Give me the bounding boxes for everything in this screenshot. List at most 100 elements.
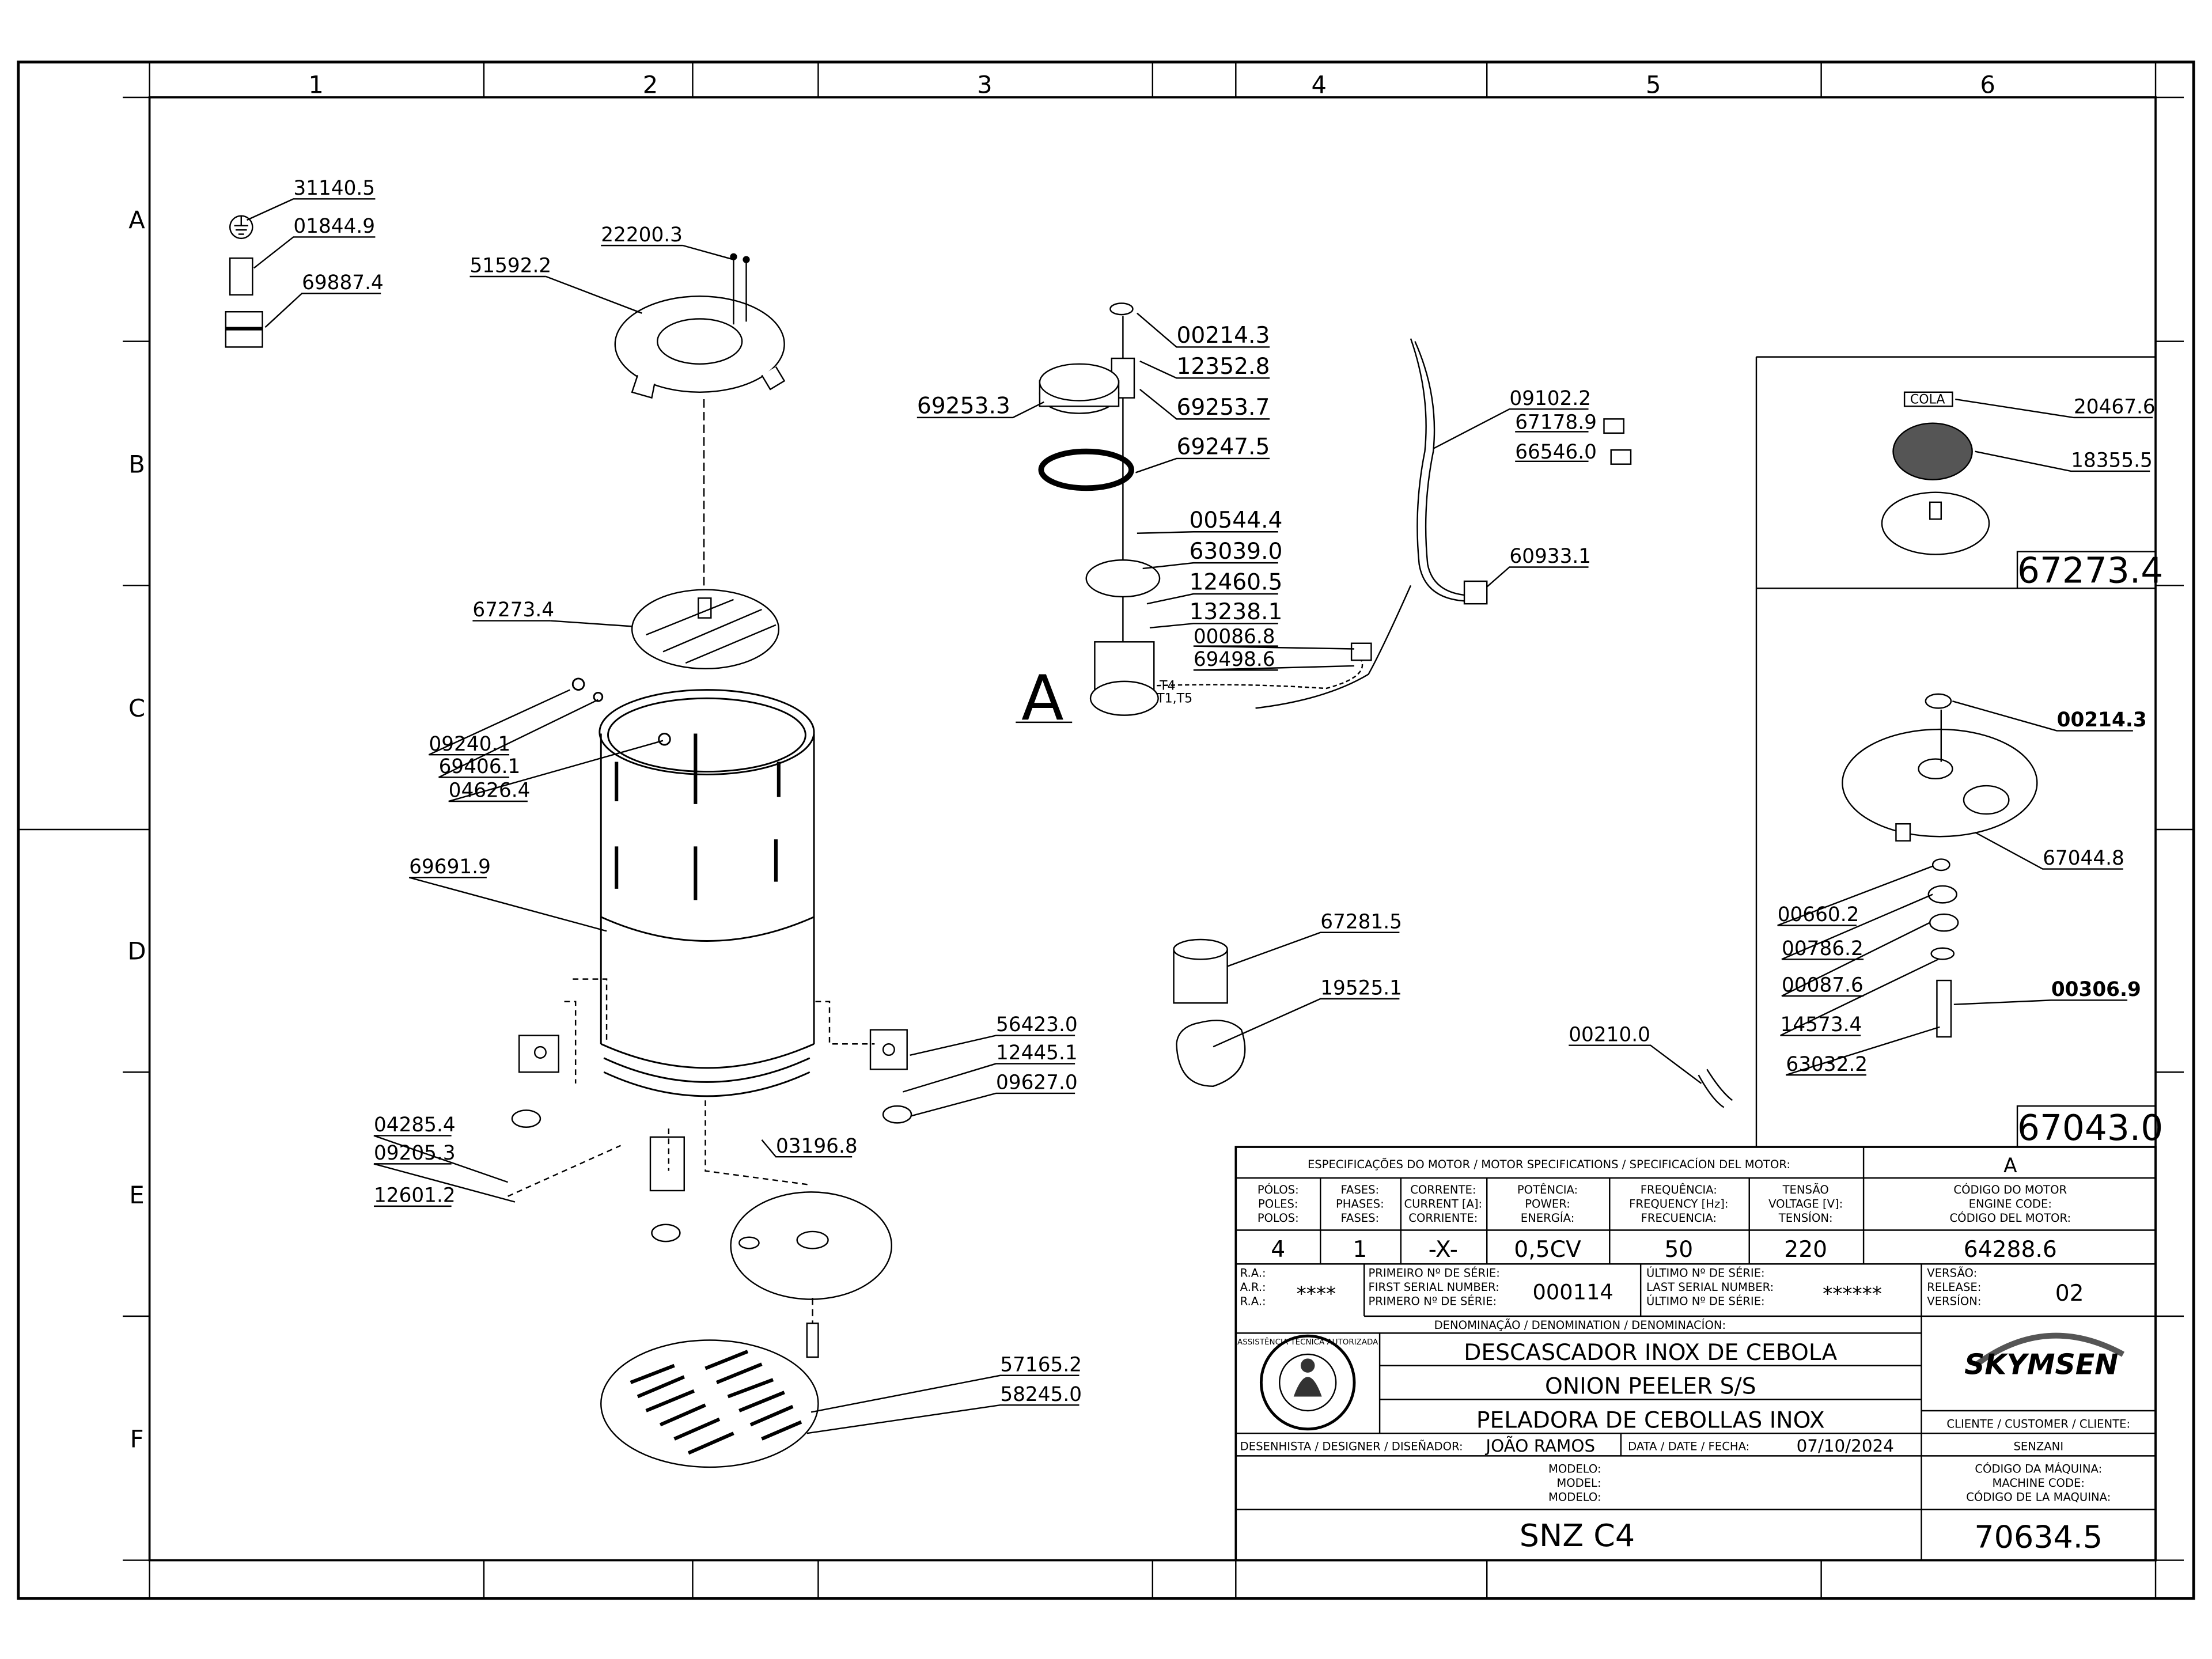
authorized-assistance-seal: ASSISTÊNCIA TÉCNICA AUTORIZADA	[1237, 1334, 1378, 1431]
first-serial-label: FIRST SERIAL NUMBER:	[1369, 1281, 1499, 1294]
motor-detail-ref: A	[2003, 1154, 2017, 1177]
current-label: CORRIENTE:	[1408, 1211, 1478, 1225]
part-label: 69691.9	[409, 855, 491, 878]
model-value: SNZ C4	[1520, 1517, 1635, 1554]
voltage-label: TENSÍON:	[1778, 1211, 1833, 1225]
last-serial-label: ÚLTIMO Nº DE SÉRIE:	[1646, 1294, 1765, 1308]
part-label: 00306.9	[2051, 978, 2141, 1001]
brand-name: SKYMSEN	[1964, 1348, 2118, 1381]
drum-part	[571, 677, 815, 1097]
client-label: CLIENTE / CUSTOMER / CLIENTE:	[1946, 1417, 2130, 1430]
part-label: 60933.1	[1509, 545, 1591, 568]
cola-tag: COLA	[1910, 392, 1945, 407]
motor-detail-letter: A	[1021, 662, 1064, 734]
frequency-label: FRECUENCIA:	[1641, 1211, 1717, 1225]
grid-row-d: D	[128, 937, 146, 965]
part-label: 13238.1	[1189, 599, 1282, 625]
grid-col-5: 5	[1646, 71, 1661, 99]
phases-label: PHASES:	[1336, 1197, 1384, 1210]
motor-assembly	[1016, 302, 1372, 724]
current-value: -X-	[1429, 1237, 1458, 1263]
part-label: 00214.3	[1176, 323, 1270, 349]
ra-label: R.A.:	[1240, 1266, 1266, 1279]
top-ring-part	[614, 253, 786, 399]
part-label: 00086.8	[1194, 626, 1275, 649]
voltage-label: TENSÃO	[1782, 1183, 1829, 1196]
engine-code-label: CÓDIGO DO MOTOR	[1953, 1183, 2067, 1196]
power-label: ENERGÍA:	[1521, 1211, 1575, 1225]
version-label: VERSÍON:	[1927, 1294, 1981, 1308]
client-value: SENZANI	[2013, 1440, 2063, 1453]
part-label: 69887.4	[302, 271, 384, 294]
frequency-value: 50	[1664, 1237, 1693, 1263]
part-label: 57165.2	[1000, 1353, 1082, 1376]
part-label: 09102.2	[1509, 387, 1591, 410]
part-label: 69406.1	[439, 755, 521, 778]
part-label: 12601.2	[374, 1184, 456, 1207]
phases-label: FASES:	[1340, 1211, 1379, 1225]
part-label: 03196.8	[776, 1135, 858, 1158]
part-label: 12460.5	[1189, 570, 1282, 596]
part-label: 20467.6	[2074, 396, 2156, 419]
version-value: 02	[2055, 1281, 2084, 1306]
power-label: POWER:	[1525, 1197, 1570, 1210]
part-label: 63039.0	[1189, 539, 1282, 565]
model-label: MODEL:	[1556, 1476, 1601, 1490]
part-label: 63032.2	[1786, 1053, 1868, 1076]
part-label: 00786.2	[1782, 937, 1863, 960]
motor-terminal-label: T4	[1159, 679, 1175, 694]
collar-parts	[1173, 938, 1246, 1087]
poles-value: 4	[1271, 1237, 1285, 1263]
part-label: 14573.4	[1781, 1013, 1862, 1036]
frequency-label: FREQUÊNCIA:	[1641, 1183, 1717, 1196]
grid-col-1: 1	[308, 71, 323, 99]
name-es: PELADORA DE CEBOLLAS INOX	[1476, 1407, 1825, 1433]
title-block-text: ESPECIFICAÇÕES DO MOTOR / MOTOR SPECIFIC…	[1240, 1154, 2130, 1555]
first-serial-label: PRIMERO Nº DE SÉRIE:	[1369, 1294, 1497, 1308]
designer-value: JOÃO RAMOS	[1484, 1435, 1595, 1456]
part-label: 09627.0	[996, 1071, 1078, 1094]
model-label: MODELO:	[1548, 1463, 1601, 1476]
assembly-code: 67043.0	[2017, 1108, 2163, 1149]
first-serial-label: PRIMEIRO Nº DE SÉRIE:	[1369, 1266, 1500, 1279]
part-label: 66546.0	[1515, 441, 1597, 464]
poles-label: PÓLOS:	[1257, 1183, 1299, 1196]
engine-code-value: 64288.6	[1964, 1237, 2057, 1263]
name-pt: DESCASCADOR INOX DE CEBOLA	[1464, 1340, 1837, 1366]
poles-label: POLOS:	[1257, 1211, 1299, 1225]
power-label: POTÊNCIA:	[1517, 1183, 1578, 1196]
base-plate-part	[600, 1339, 819, 1468]
grid-col-2: 2	[643, 71, 658, 99]
part-label: 00214.3	[2057, 709, 2147, 732]
machine-code-label: MACHINE CODE:	[1993, 1476, 2085, 1490]
symbols-top-left	[225, 215, 263, 348]
part-label: 69498.6	[1194, 648, 1275, 671]
phases-value: 1	[1353, 1237, 1367, 1263]
designer-label: DESENHISTA / DESIGNER / DISEÑADOR:	[1240, 1440, 1463, 1453]
model-label: MODELO:	[1548, 1491, 1601, 1504]
grid-row-e: E	[129, 1181, 144, 1209]
part-label: 00544.4	[1189, 507, 1282, 533]
grid-row-c: C	[128, 694, 145, 722]
part-label: 00660.2	[1778, 903, 1859, 926]
grid-col-3: 3	[977, 71, 992, 99]
version-label: RELEASE:	[1927, 1281, 1981, 1294]
part-label: 09240.1	[429, 733, 510, 756]
name-en: ONION PEELER S/S	[1545, 1374, 1756, 1400]
machine-code-label: CÓDIGO DA MÁQUINA:	[1975, 1462, 2102, 1476]
part-label: 67044.8	[2043, 847, 2124, 870]
voltage-label: VOLTAGE [V]:	[1768, 1197, 1843, 1210]
engine-code-label: ENGINE CODE:	[1969, 1197, 2052, 1210]
part-label: 04285.4	[374, 1113, 456, 1137]
part-label: 51592.2	[470, 255, 552, 278]
grid-row-f: F	[130, 1425, 144, 1453]
seal-text: ASSISTÊNCIA TÉCNICA AUTORIZADA	[1237, 1336, 1378, 1347]
feet-parts	[507, 978, 912, 1243]
callouts: A T4 T1,T5 COLA 67273.4 67043.0	[1021, 392, 2163, 1148]
machine-code-value: 70634.5	[1974, 1519, 2103, 1555]
power-value: 0,5CV	[1514, 1237, 1581, 1263]
voltage-value: 220	[1784, 1237, 1827, 1263]
bottom-disc-part	[730, 1191, 892, 1358]
part-label: 67281.5	[1320, 910, 1402, 933]
